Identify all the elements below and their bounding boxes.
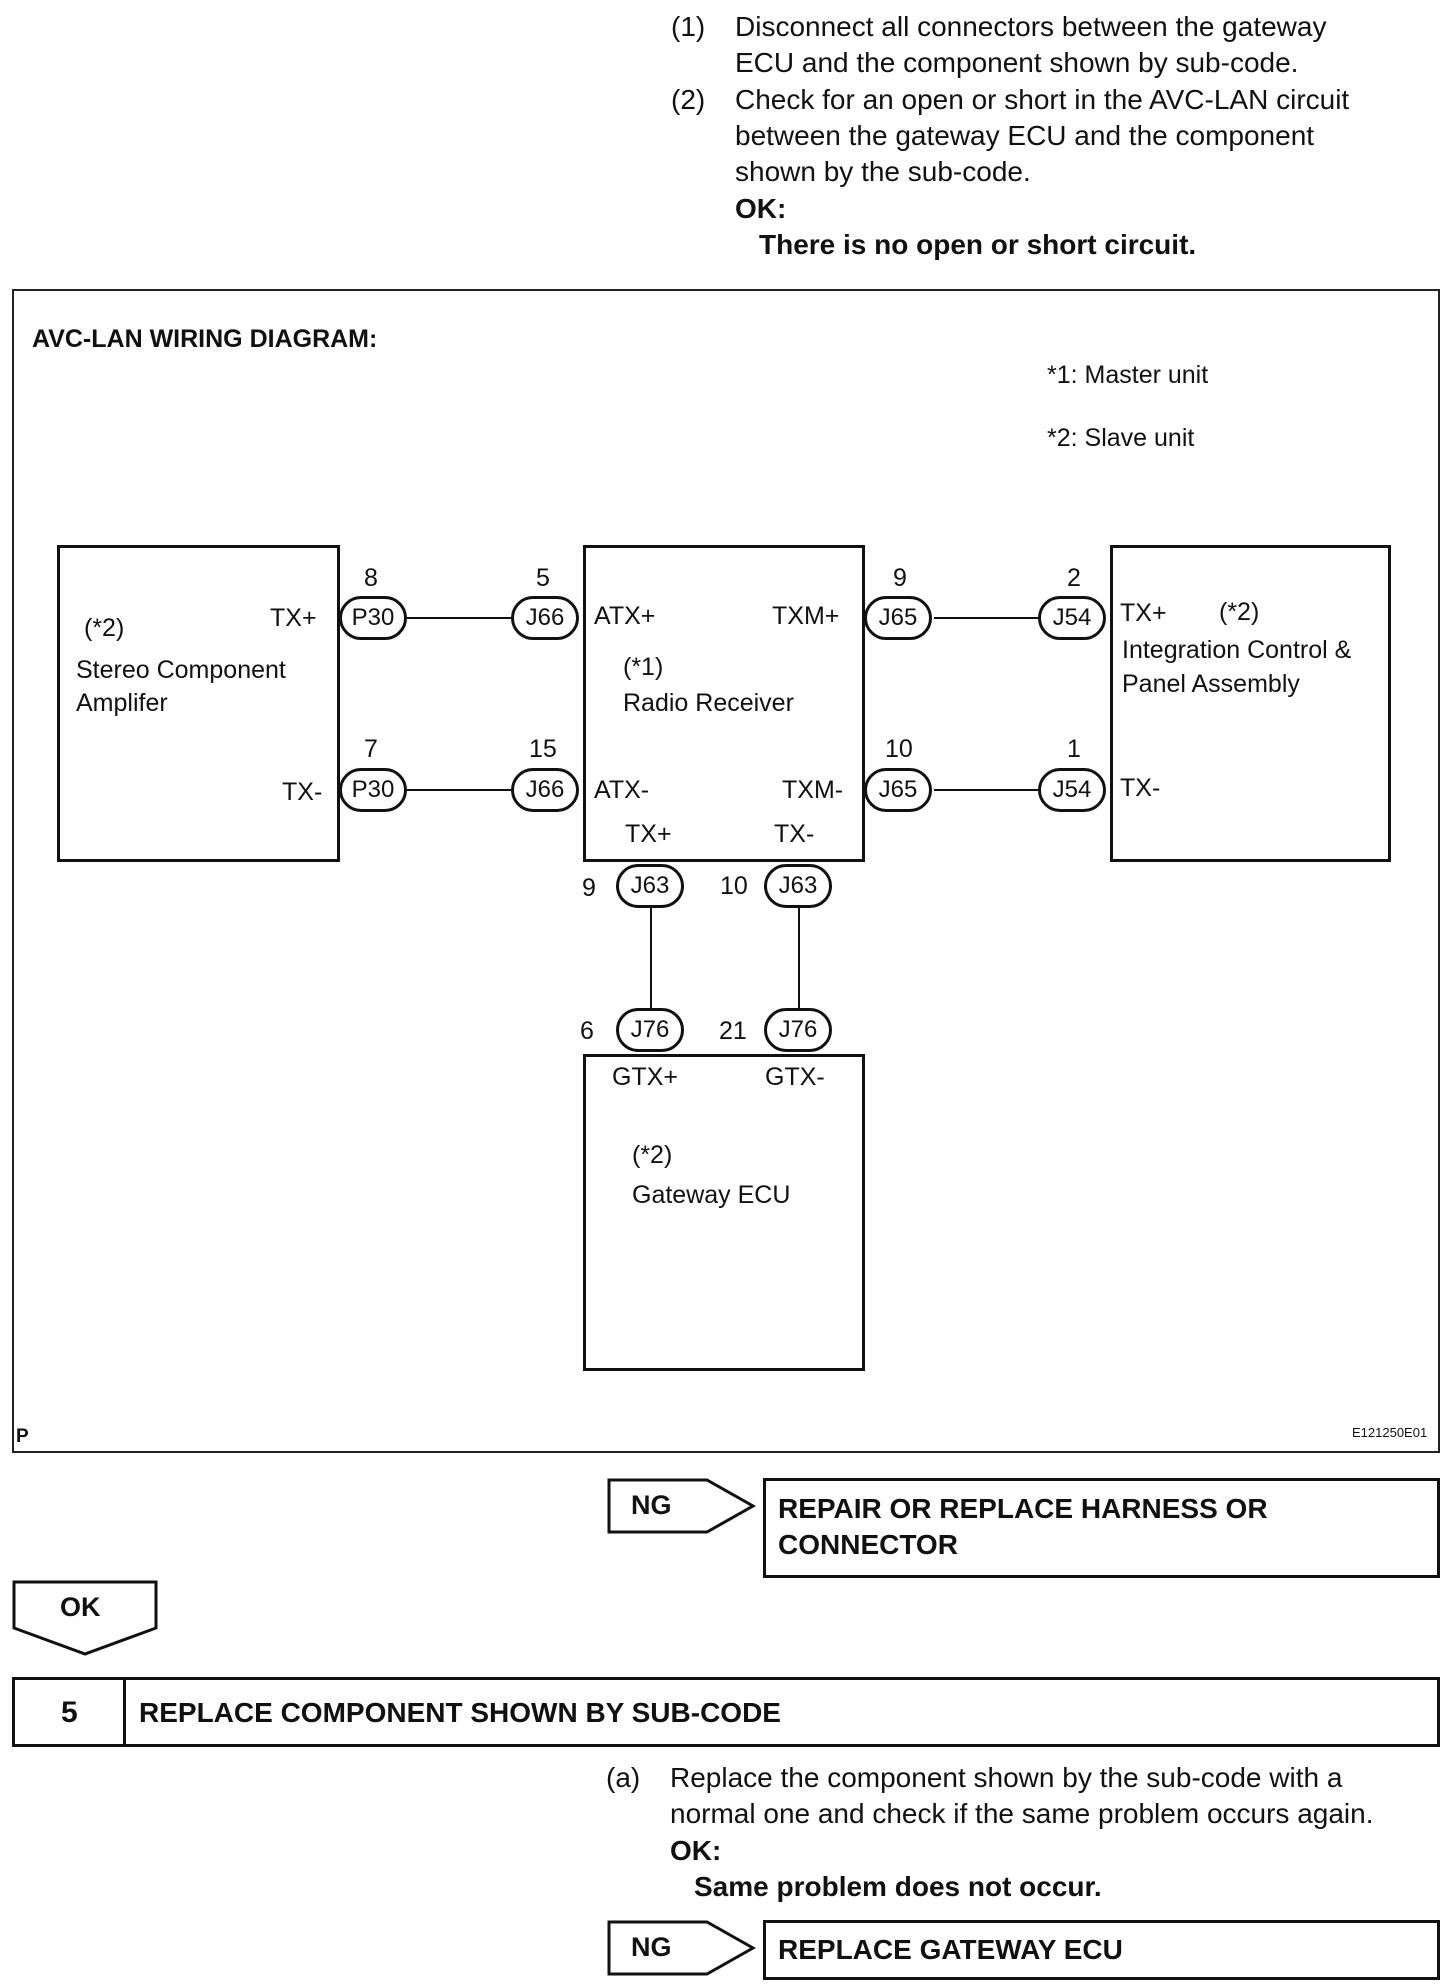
master-unit-tag: (*1): [623, 653, 664, 681]
ng-label: NG: [631, 1490, 672, 1520]
terminal-label: TX+: [1120, 599, 1167, 627]
connector-p30-tx-plus: P30: [339, 596, 407, 640]
item-text-line: normal one and check if the same problem…: [670, 1798, 1374, 1829]
ng-action-text: REPLACE GATEWAY ECU: [778, 1934, 1123, 1965]
stereo-component-amplifier-box: [57, 545, 340, 862]
connector-j63-tx-plus: J63: [616, 864, 684, 908]
ng-arrow-shape: [607, 1920, 757, 1976]
terminal-label: ATX+: [594, 602, 656, 630]
ok-tag: OK: [12, 1580, 158, 1656]
wire-amp-radio-tx-plus: [407, 617, 511, 619]
slave-unit-tag: (*2): [632, 1141, 673, 1169]
diagram-title: AVC-LAN WIRING DIAGRAM:: [32, 325, 378, 353]
terminal-label: TX-: [774, 820, 815, 848]
wire-radio-gateway-tx-minus: [798, 906, 800, 1029]
ok-arrow-shape: [12, 1580, 158, 1656]
terminal-label: TX-: [282, 778, 323, 806]
item-number: (a): [606, 1762, 641, 1793]
pin-number: 10: [720, 872, 748, 900]
terminal-label: TXM+: [772, 602, 840, 630]
ng-action-text: REPAIR OR REPLACE HARNESS OR: [778, 1493, 1268, 1524]
radio-receiver-box: [583, 545, 865, 862]
ok-label: OK: [60, 1592, 101, 1622]
terminal-label: TX+: [625, 820, 672, 848]
legend-master-unit: *1: Master unit: [1047, 361, 1209, 389]
diagram-code: E121250E01: [1352, 1425, 1428, 1440]
connector-j65-txm-plus: J65: [864, 596, 932, 640]
wire-radio-gateway-tx-plus: [650, 906, 652, 1029]
pin-number: 7: [364, 735, 378, 763]
ng-label: NG: [631, 1932, 672, 1962]
component-name: Radio Receiver: [623, 689, 794, 717]
item-number: (1): [671, 11, 706, 42]
ng-tag: NG: [607, 1478, 757, 1534]
connector-j65-txm-minus: J65: [864, 768, 932, 812]
wiring-diagram: [12, 289, 1440, 1453]
pin-number: 9: [582, 874, 596, 902]
gateway-ecu-box: [583, 1054, 865, 1371]
ok-label: OK:: [670, 1835, 722, 1866]
item-text-line: Disconnect all connectors between the ga…: [735, 11, 1327, 42]
connector-j66-atx-plus: J66: [511, 596, 579, 640]
step-number: 5: [61, 1696, 78, 1729]
pin-number: 1: [1067, 735, 1081, 763]
item-number: (2): [671, 84, 706, 115]
ok-criteria: Same problem does not occur.: [694, 1871, 1102, 1902]
item-text-line: Check for an open or short in the AVC-LA…: [735, 84, 1350, 115]
integration-control-panel-box: [1110, 545, 1391, 862]
item-text-line: between the gateway ECU and the componen…: [735, 120, 1315, 151]
terminal-label: GTX+: [612, 1063, 678, 1091]
step-5-header: 5 REPLACE COMPONENT SHOWN BY SUB-CODE: [12, 1677, 1440, 1747]
connector-j76-gtx-plus: J76: [616, 1008, 684, 1052]
slave-unit-tag: (*2): [1219, 598, 1260, 626]
pin-number: 8: [364, 564, 378, 592]
ng-tag: NG: [607, 1920, 757, 1976]
step-title: REPLACE COMPONENT SHOWN BY SUB-CODE: [139, 1697, 781, 1728]
connector-j54-tx-plus: J54: [1038, 596, 1106, 640]
wire-amp-radio-tx-minus: [407, 789, 511, 791]
terminal-label: ATX-: [594, 776, 650, 804]
connector-j63-tx-minus: J63: [764, 864, 832, 908]
ng-arrow-shape: [607, 1478, 757, 1534]
connector-j76-gtx-minus: J76: [764, 1008, 832, 1052]
ok-criteria: There is no open or short circuit.: [759, 229, 1197, 260]
slave-unit-tag: (*2): [84, 614, 125, 642]
component-name: Stereo Component: [76, 656, 286, 684]
wire-radio-integration-txm-plus: [934, 617, 1038, 619]
item-text-line: ECU and the component shown by sub-code.: [735, 47, 1299, 78]
component-name: Panel Assembly: [1122, 670, 1300, 698]
item-text-line: shown by the sub-code.: [735, 156, 1031, 187]
connector-j54-tx-minus: J54: [1038, 768, 1106, 812]
ng-action-box: REPAIR OR REPLACE HARNESS OR CONNECTOR: [763, 1478, 1440, 1578]
pin-number: 2: [1067, 564, 1081, 592]
ng-action-text: CONNECTOR: [778, 1529, 958, 1560]
diagram-corner-letter: P: [16, 1426, 29, 1447]
legend-slave-unit: *2: Slave unit: [1047, 424, 1195, 452]
component-name: Amplifer: [76, 689, 168, 717]
connector-j66-atx-minus: J66: [511, 768, 579, 812]
item-text-line: Replace the component shown by the sub-c…: [670, 1762, 1343, 1793]
ng-action-box: REPLACE GATEWAY ECU: [763, 1920, 1440, 1980]
component-name: Gateway ECU: [632, 1181, 791, 1209]
ok-label: OK:: [735, 193, 787, 224]
pin-number: 10: [885, 735, 913, 763]
pin-number: 21: [719, 1017, 747, 1045]
terminal-label: TX-: [1120, 774, 1161, 802]
pin-number: 9: [893, 564, 907, 592]
terminal-label: GTX-: [765, 1063, 825, 1091]
terminal-label: TXM-: [782, 776, 844, 804]
wire-radio-integration-txm-minus: [934, 789, 1038, 791]
component-name: Integration Control &: [1122, 636, 1352, 664]
pin-number: 6: [580, 1017, 594, 1045]
connector-p30-tx-minus: P30: [339, 768, 407, 812]
terminal-label: TX+: [270, 604, 317, 632]
pin-number: 5: [536, 564, 550, 592]
pin-number: 15: [529, 735, 557, 763]
